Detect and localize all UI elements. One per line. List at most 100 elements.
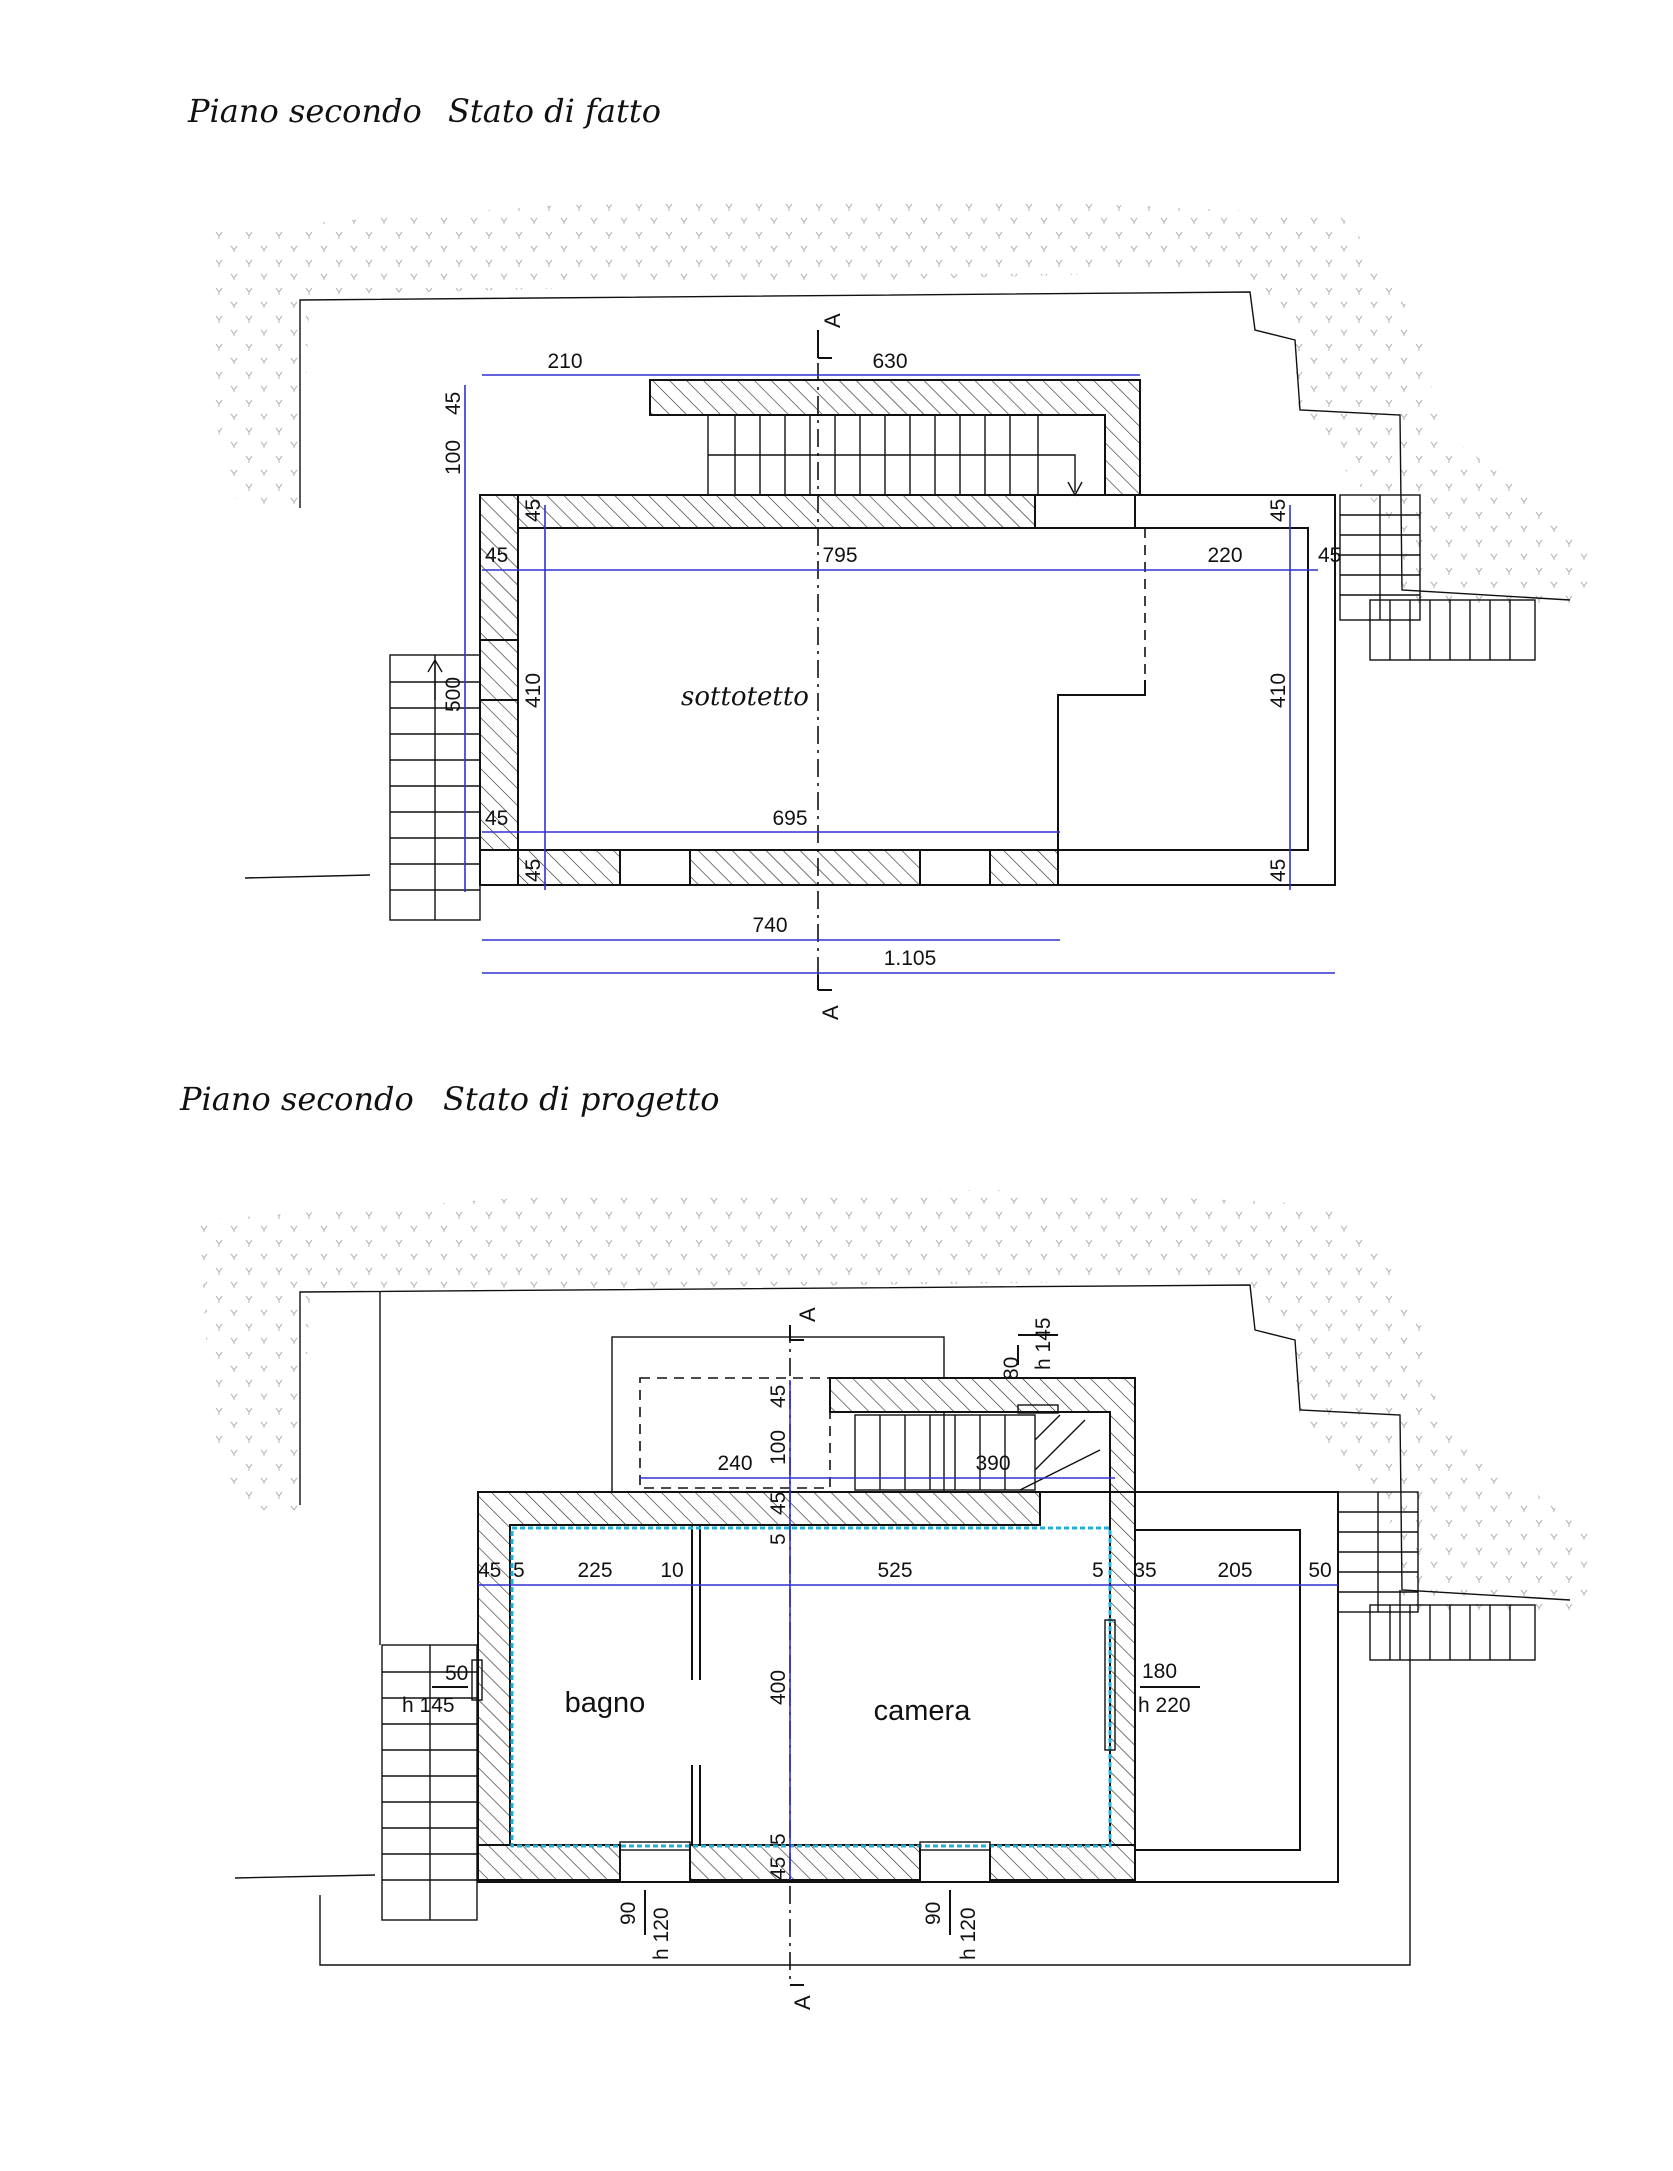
interior-finish bbox=[510, 1526, 1112, 1848]
dim-100: 100 bbox=[442, 440, 465, 475]
dim-410-right: 410 bbox=[1267, 673, 1290, 708]
dim-35: 35 bbox=[1133, 1559, 1156, 1582]
dim-ticks bbox=[1017, 1334, 1058, 1365]
dim-90-a: 90 bbox=[617, 1902, 640, 1925]
stair-west bbox=[389, 654, 481, 921]
window-north bbox=[1017, 1404, 1059, 1414]
inner-step bbox=[1057, 495, 1309, 850]
wall-east-p bbox=[1109, 1491, 1136, 1881]
section-label-top-p: A bbox=[795, 1307, 820, 1322]
dim-5-east: 5 bbox=[1092, 1559, 1104, 1582]
stair-east bbox=[1339, 494, 1536, 661]
dim-5-south: 5 bbox=[767, 1833, 790, 1845]
room-label-bagno: bagno bbox=[565, 1687, 646, 1719]
dim-225: 225 bbox=[577, 1559, 612, 1582]
dim-240: 240 bbox=[717, 1452, 752, 1475]
dim-500: 500 bbox=[442, 677, 465, 712]
dim-5-west: 5 bbox=[513, 1559, 525, 1582]
dim-50-east: 50 bbox=[1308, 1559, 1331, 1582]
dim-630: 630 bbox=[872, 350, 907, 373]
room-label-sottotetto: sottotetto bbox=[681, 682, 809, 712]
window-south-bagno bbox=[619, 1841, 691, 1851]
dim-10: 10 bbox=[660, 1559, 683, 1582]
wall-south-p3 bbox=[989, 1844, 1136, 1881]
stair-north-p bbox=[854, 1414, 1101, 1491]
dim-205: 205 bbox=[1217, 1559, 1252, 1582]
stair-north bbox=[707, 414, 1083, 497]
dim-45-top: 45 bbox=[442, 392, 465, 415]
dim-45-ne: 45 bbox=[1267, 499, 1290, 522]
dim-45-east: 45 bbox=[1318, 544, 1341, 567]
terrain-edge-left bbox=[244, 874, 371, 879]
dim-45-north: 45 bbox=[522, 499, 545, 522]
dim-180: 180 bbox=[1142, 1660, 1177, 1683]
section-label-bottom-p: A bbox=[790, 1995, 815, 2010]
wall-west bbox=[479, 494, 519, 641]
wall-north-p bbox=[477, 1491, 1041, 1881]
site-boundary bbox=[319, 1292, 1411, 1966]
dim-740: 740 bbox=[752, 914, 787, 937]
dim-45-south-p: 45 bbox=[767, 1857, 790, 1880]
dim-h120-b: h 120 bbox=[957, 1907, 980, 1960]
dimension-lines bbox=[464, 374, 1335, 974]
plan-existing: Piano secondo Stato di fatto bbox=[187, 92, 1590, 1020]
partition-wall bbox=[691, 1525, 701, 1845]
dim-45-north-p: 45 bbox=[767, 1492, 790, 1515]
floor-title: Piano secondo bbox=[187, 92, 422, 130]
dim-45-sw: 45 bbox=[485, 807, 508, 830]
state-title-2: Stato di progetto bbox=[443, 1080, 720, 1118]
dimension-lines-p bbox=[478, 1380, 1338, 1880]
dim-45-west: 45 bbox=[485, 544, 508, 567]
terrain-edge bbox=[299, 291, 1571, 601]
window-west bbox=[471, 1659, 483, 1701]
dim-50-west: 50 bbox=[445, 1662, 468, 1685]
dim-h145-west: h 145 bbox=[402, 1694, 455, 1717]
stair-west-p bbox=[381, 1644, 478, 1921]
dim-5-north: 5 bbox=[767, 1533, 790, 1545]
inner-room bbox=[517, 527, 1309, 851]
dim-45-south: 45 bbox=[522, 859, 545, 882]
dim-210: 210 bbox=[547, 350, 582, 373]
stair-wall bbox=[649, 379, 1141, 496]
dim-795: 795 bbox=[822, 544, 857, 567]
stair-east-p bbox=[1337, 1491, 1536, 1661]
dim-90-b: 90 bbox=[922, 1902, 945, 1925]
wall-south-p1 bbox=[477, 1844, 621, 1881]
plan-project: Piano secondo Stato di progetto bbox=[179, 1080, 1590, 2010]
door-east bbox=[1104, 1619, 1116, 1751]
dim-400: 400 bbox=[767, 1670, 790, 1705]
state-title: Stato di fatto bbox=[448, 92, 661, 130]
wall-south-b bbox=[689, 849, 921, 886]
terrain-edge-left-2 bbox=[234, 1874, 376, 1879]
room-label-camera: camera bbox=[874, 1695, 972, 1727]
east-room-p bbox=[1134, 1529, 1301, 1851]
terrain-hatch-2 bbox=[200, 1190, 1590, 1610]
dim-45-se: 45 bbox=[1267, 859, 1290, 882]
dim-h145-top: h 145 bbox=[1032, 1317, 1055, 1370]
dim-100-p: 100 bbox=[767, 1430, 790, 1465]
dim-h120-a: h 120 bbox=[650, 1907, 673, 1960]
terrain-hatch bbox=[210, 200, 1590, 610]
section-mark-top-p bbox=[789, 1325, 804, 1341]
wall-north bbox=[479, 494, 1036, 851]
dim-45-top-p: 45 bbox=[767, 1385, 790, 1408]
dim-390: 390 bbox=[975, 1452, 1010, 1475]
dim-410-left: 410 bbox=[522, 673, 545, 708]
section-label-bottom: A bbox=[818, 1005, 843, 1020]
dim-525: 525 bbox=[877, 1559, 912, 1582]
wall-south-p2 bbox=[689, 1844, 921, 1881]
dim-80: 80 bbox=[1000, 1357, 1023, 1380]
dim-220: 220 bbox=[1207, 544, 1242, 567]
dim-1105: 1.105 bbox=[884, 947, 937, 970]
section-mark-top bbox=[817, 330, 832, 359]
floor-title-2: Piano secondo bbox=[179, 1080, 414, 1118]
wall-south-c bbox=[989, 849, 1059, 886]
window-south-camera bbox=[919, 1841, 991, 1851]
section-mark-bottom bbox=[817, 975, 832, 991]
dim-h220: h 220 bbox=[1138, 1694, 1191, 1717]
upper-dashed bbox=[639, 1377, 831, 1489]
dim-695: 695 bbox=[772, 807, 807, 830]
dim-45-west-p: 45 bbox=[478, 1559, 501, 1582]
section-label-top: A bbox=[820, 313, 845, 328]
